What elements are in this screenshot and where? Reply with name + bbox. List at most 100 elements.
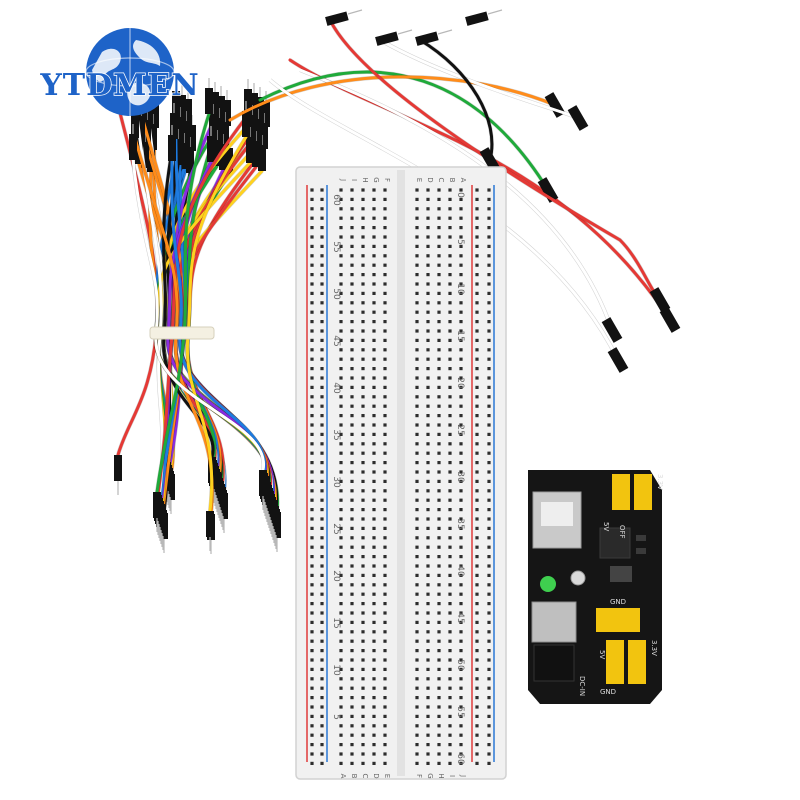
breadboard-hole bbox=[475, 639, 479, 643]
breadboard-hole bbox=[383, 432, 387, 436]
breadboard-hole bbox=[448, 404, 452, 408]
breadboard-hole bbox=[361, 573, 365, 577]
breadboard-hole bbox=[426, 395, 430, 399]
breadboard-hole bbox=[459, 705, 463, 709]
breadboard-hole bbox=[320, 291, 324, 295]
breadboard-hole bbox=[350, 282, 354, 286]
breadboard-hole bbox=[475, 733, 479, 737]
breadboard-hole bbox=[448, 216, 452, 220]
breadboard-hole bbox=[459, 254, 463, 258]
breadboard-hole bbox=[339, 573, 343, 577]
breadboard-hole bbox=[310, 301, 314, 305]
breadboard-hole bbox=[320, 470, 324, 474]
breadboard-hole bbox=[339, 630, 343, 634]
row-label-bottom: G bbox=[426, 773, 434, 778]
breadboard-hole bbox=[459, 555, 463, 559]
wire-connector-bottom bbox=[114, 455, 122, 481]
breadboard-hole bbox=[475, 320, 479, 324]
breadboard-hole bbox=[372, 743, 376, 747]
breadboard-hole bbox=[350, 348, 354, 352]
breadboard-hole bbox=[361, 235, 365, 239]
breadboard-hole bbox=[320, 254, 324, 258]
breadboard-hole bbox=[372, 564, 376, 568]
breadboard-hole bbox=[383, 357, 387, 361]
breadboard-hole bbox=[487, 263, 491, 267]
breadboard-hole bbox=[372, 573, 376, 577]
header-top-3v3 bbox=[634, 474, 652, 510]
wire-connector-top bbox=[182, 121, 190, 147]
breadboard-hole bbox=[320, 649, 324, 653]
breadboard-hole bbox=[459, 197, 463, 201]
breadboard-hole bbox=[487, 461, 491, 465]
breadboard-hole bbox=[487, 536, 491, 540]
breadboard-hole bbox=[320, 545, 324, 549]
breadboard-hole bbox=[426, 555, 430, 559]
capacitor bbox=[610, 566, 632, 582]
wire-connector-top bbox=[188, 125, 196, 151]
breadboard-hole bbox=[448, 263, 452, 267]
breadboard-hole bbox=[310, 414, 314, 418]
breadboard-hole bbox=[448, 291, 452, 295]
breadboard-hole bbox=[361, 658, 365, 662]
row-label-top: F bbox=[383, 178, 391, 182]
wire-connector-bottom bbox=[259, 470, 267, 496]
breadboard-hole bbox=[361, 207, 365, 211]
row-label-bottom: C bbox=[361, 774, 369, 779]
wire-connector bbox=[415, 31, 439, 46]
breadboard-hole bbox=[310, 630, 314, 634]
breadboard-hole bbox=[459, 498, 463, 502]
wire-connector-top bbox=[248, 115, 256, 141]
breadboard-hole bbox=[383, 442, 387, 446]
breadboard-hole bbox=[383, 696, 387, 700]
breadboard-hole bbox=[475, 367, 479, 371]
breadboard-hole bbox=[383, 310, 387, 314]
breadboard-hole bbox=[350, 639, 354, 643]
row-label-bottom: H bbox=[437, 773, 445, 778]
breadboard-hole bbox=[320, 592, 324, 596]
breadboard-hole bbox=[339, 696, 343, 700]
breadboard-hole bbox=[383, 555, 387, 559]
breadboard-hole bbox=[310, 724, 314, 728]
breadboard-hole bbox=[437, 263, 441, 267]
breadboard-hole bbox=[415, 423, 419, 427]
breadboard-hole bbox=[448, 479, 452, 483]
breadboard-hole bbox=[426, 282, 430, 286]
breadboard-hole bbox=[310, 357, 314, 361]
breadboard-hole bbox=[487, 630, 491, 634]
breadboard-hole bbox=[437, 291, 441, 295]
breadboard-hole bbox=[361, 451, 365, 455]
breadboard-hole bbox=[339, 320, 343, 324]
breadboard-hole bbox=[320, 508, 324, 512]
wire-connector-top bbox=[244, 89, 252, 115]
breadboard-hole bbox=[437, 320, 441, 324]
breadboard-hole bbox=[475, 573, 479, 577]
breadboard-hole bbox=[310, 254, 314, 258]
breadboard-hole bbox=[415, 620, 419, 624]
breadboard-hole bbox=[320, 310, 324, 314]
breadboard-hole bbox=[361, 545, 365, 549]
breadboard-hole bbox=[372, 282, 376, 286]
breadboard-hole bbox=[339, 498, 343, 502]
breadboard-hole bbox=[372, 385, 376, 389]
breadboard-hole bbox=[487, 301, 491, 305]
breadboard-hole bbox=[459, 479, 463, 483]
pm-label-5v-bottom: 5V bbox=[598, 650, 606, 659]
breadboard-hole bbox=[448, 724, 452, 728]
breadboard-hole bbox=[437, 479, 441, 483]
breadboard-hole bbox=[475, 404, 479, 408]
breadboard-hole bbox=[459, 282, 463, 286]
breadboard-hole bbox=[448, 207, 452, 211]
breadboard-hole bbox=[448, 423, 452, 427]
breadboard-hole bbox=[361, 461, 365, 465]
breadboard-hole bbox=[372, 479, 376, 483]
breadboard-hole bbox=[350, 743, 354, 747]
breadboard-hole bbox=[361, 724, 365, 728]
breadboard-hole bbox=[310, 470, 314, 474]
breadboard-hole bbox=[487, 743, 491, 747]
breadboard-hole bbox=[459, 216, 463, 220]
breadboard-hole bbox=[415, 254, 419, 258]
breadboard-hole bbox=[459, 649, 463, 653]
brand-logo: YTDMEN bbox=[20, 22, 220, 122]
breadboard-hole bbox=[415, 451, 419, 455]
breadboard-hole bbox=[350, 649, 354, 653]
